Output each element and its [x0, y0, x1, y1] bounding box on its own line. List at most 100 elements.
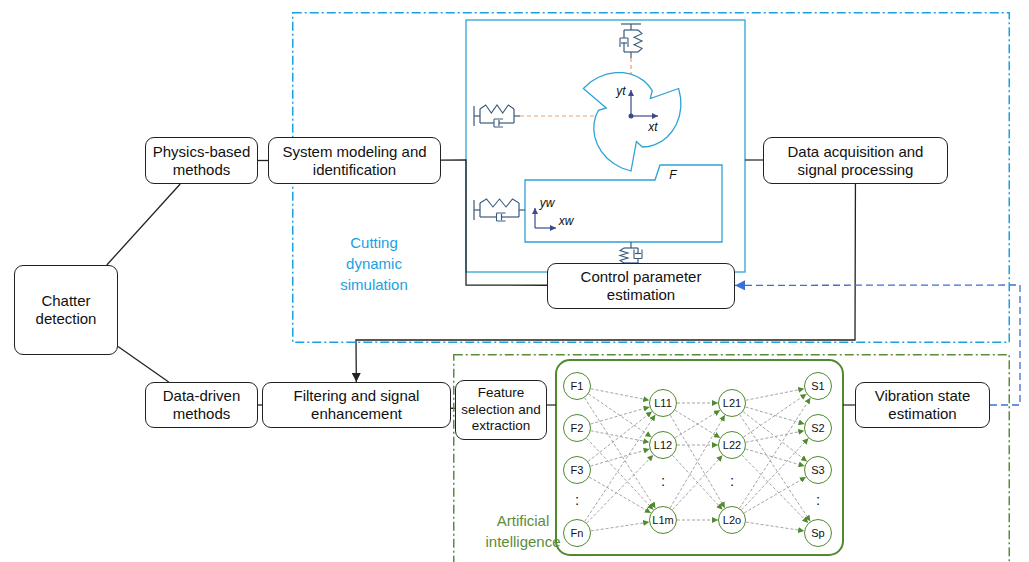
spring-damper-stroke: [519, 209, 525, 210]
neuron-label: F1: [571, 380, 584, 393]
network-link: [590, 407, 649, 424]
network-link: [742, 438, 809, 510]
neuron-label: S2: [811, 422, 824, 435]
process-box: Feature selection and extraction: [455, 380, 547, 440]
box-label: Data acquisition and signal processing: [769, 143, 942, 179]
neuron-node: F2: [563, 414, 591, 442]
spring-damper-stroke: [479, 203, 480, 217]
method-box: Physics-based methods: [145, 137, 258, 184]
flow-connector: [356, 184, 855, 382]
spring-damper: [620, 24, 642, 58]
ellipsis-mark: :: [813, 493, 823, 507]
process-box: System modeling and identification: [268, 137, 441, 184]
network-link: [745, 407, 804, 424]
network-link: [675, 410, 720, 437]
network-link: [677, 445, 718, 446]
neuron-node: F3: [563, 456, 591, 484]
box-label: Vibration state estimation: [861, 387, 984, 423]
neuron-node: Sp: [804, 519, 832, 547]
box-label: Filtering and signal enhancement: [268, 387, 445, 423]
network-link: [745, 449, 804, 466]
spring-damper-stroke: [514, 115, 520, 116]
ellipsis-mark: :: [727, 474, 737, 488]
neuron-node: L1m: [649, 506, 677, 534]
root-box: Chatter detection: [14, 265, 118, 355]
spring: [480, 199, 519, 207]
spring-damper-stroke: [474, 115, 480, 116]
neuron-label: L11: [654, 397, 672, 410]
neuron-label: S3: [811, 464, 824, 477]
spring-damper-stroke: [502, 216, 520, 217]
spring-damper-stroke: [479, 109, 480, 123]
box-label: Feature selection and extraction: [461, 385, 541, 435]
network-link: [587, 455, 653, 523]
spring-damper-stroke: [623, 43, 624, 52]
region-border: [454, 355, 1010, 562]
process-box: Filtering and signal enhancement: [262, 382, 451, 428]
flow-connector: [118, 346, 169, 382]
ai-region: Artificial intelligence Feature selection…: [453, 354, 1010, 562]
neuron-label: L12: [654, 439, 672, 452]
network-link: [746, 389, 805, 401]
region-title: Artificial intelligence: [475, 510, 571, 552]
link-line: [745, 159, 763, 160]
box-label: Data-driven methods: [151, 387, 252, 423]
network-link: [743, 412, 807, 462]
network-link: [740, 398, 811, 508]
spring-damper-stroke: [623, 30, 624, 38]
neuron-label: L2o: [723, 514, 741, 527]
network-link: [585, 415, 656, 522]
network-frame: [556, 360, 843, 555]
network-link: [677, 520, 718, 521]
flow-connector: [107, 184, 180, 265]
spring: [620, 248, 628, 263]
flow-connector: [258, 160, 268, 161]
link-line: [547, 404, 556, 405]
process-box: Vibration state estimation: [855, 382, 990, 428]
spring: [634, 30, 642, 52]
simulation-frame: [466, 20, 745, 272]
network-link: [590, 449, 649, 466]
axis-arrow: [631, 115, 658, 116]
network-link: [744, 477, 806, 513]
process-box: Control parameter estimation: [547, 263, 735, 309]
spring-damper: [474, 105, 520, 127]
network-link: [677, 403, 718, 404]
axis-label: xt: [646, 120, 660, 134]
network-link: [585, 398, 656, 508]
network-link: [672, 455, 722, 509]
neuron-label: L21: [723, 397, 741, 410]
process-box: Data acquisition and signal processing: [763, 137, 948, 184]
spring-damper-stroke: [474, 209, 480, 210]
neuron-label: L1m: [652, 514, 673, 527]
box-label: System modeling and identification: [274, 143, 435, 179]
workpiece: [525, 165, 722, 242]
box-label: Chatter detection: [20, 292, 112, 328]
spring-damper: [474, 199, 525, 221]
spring-damper-stroke: [630, 242, 631, 248]
axis-arrow: [534, 208, 535, 228]
spring-damper-stroke: [480, 122, 494, 123]
spring-damper-stroke: [630, 24, 631, 30]
network-link: [591, 522, 649, 531]
network-link: [588, 412, 652, 462]
spring-damper-stroke: [630, 52, 631, 58]
neuron-node: L12: [649, 431, 677, 459]
network-link: [589, 477, 651, 513]
neuron-node: L2o: [718, 506, 746, 534]
neuron-label: Sp: [811, 527, 824, 540]
network-link: [740, 415, 811, 522]
box-label: Control parameter estimation: [553, 268, 729, 304]
neuron-node: S2: [804, 414, 832, 442]
neuron-label: L22: [723, 439, 741, 452]
milling-cutter: [583, 73, 680, 171]
network-link: [589, 394, 652, 437]
neuron-label: F2: [571, 422, 584, 435]
network-link: [587, 438, 654, 510]
spring-damper-stroke: [499, 122, 514, 123]
ellipsis-mark: :: [572, 493, 582, 507]
network-link: [591, 389, 650, 401]
